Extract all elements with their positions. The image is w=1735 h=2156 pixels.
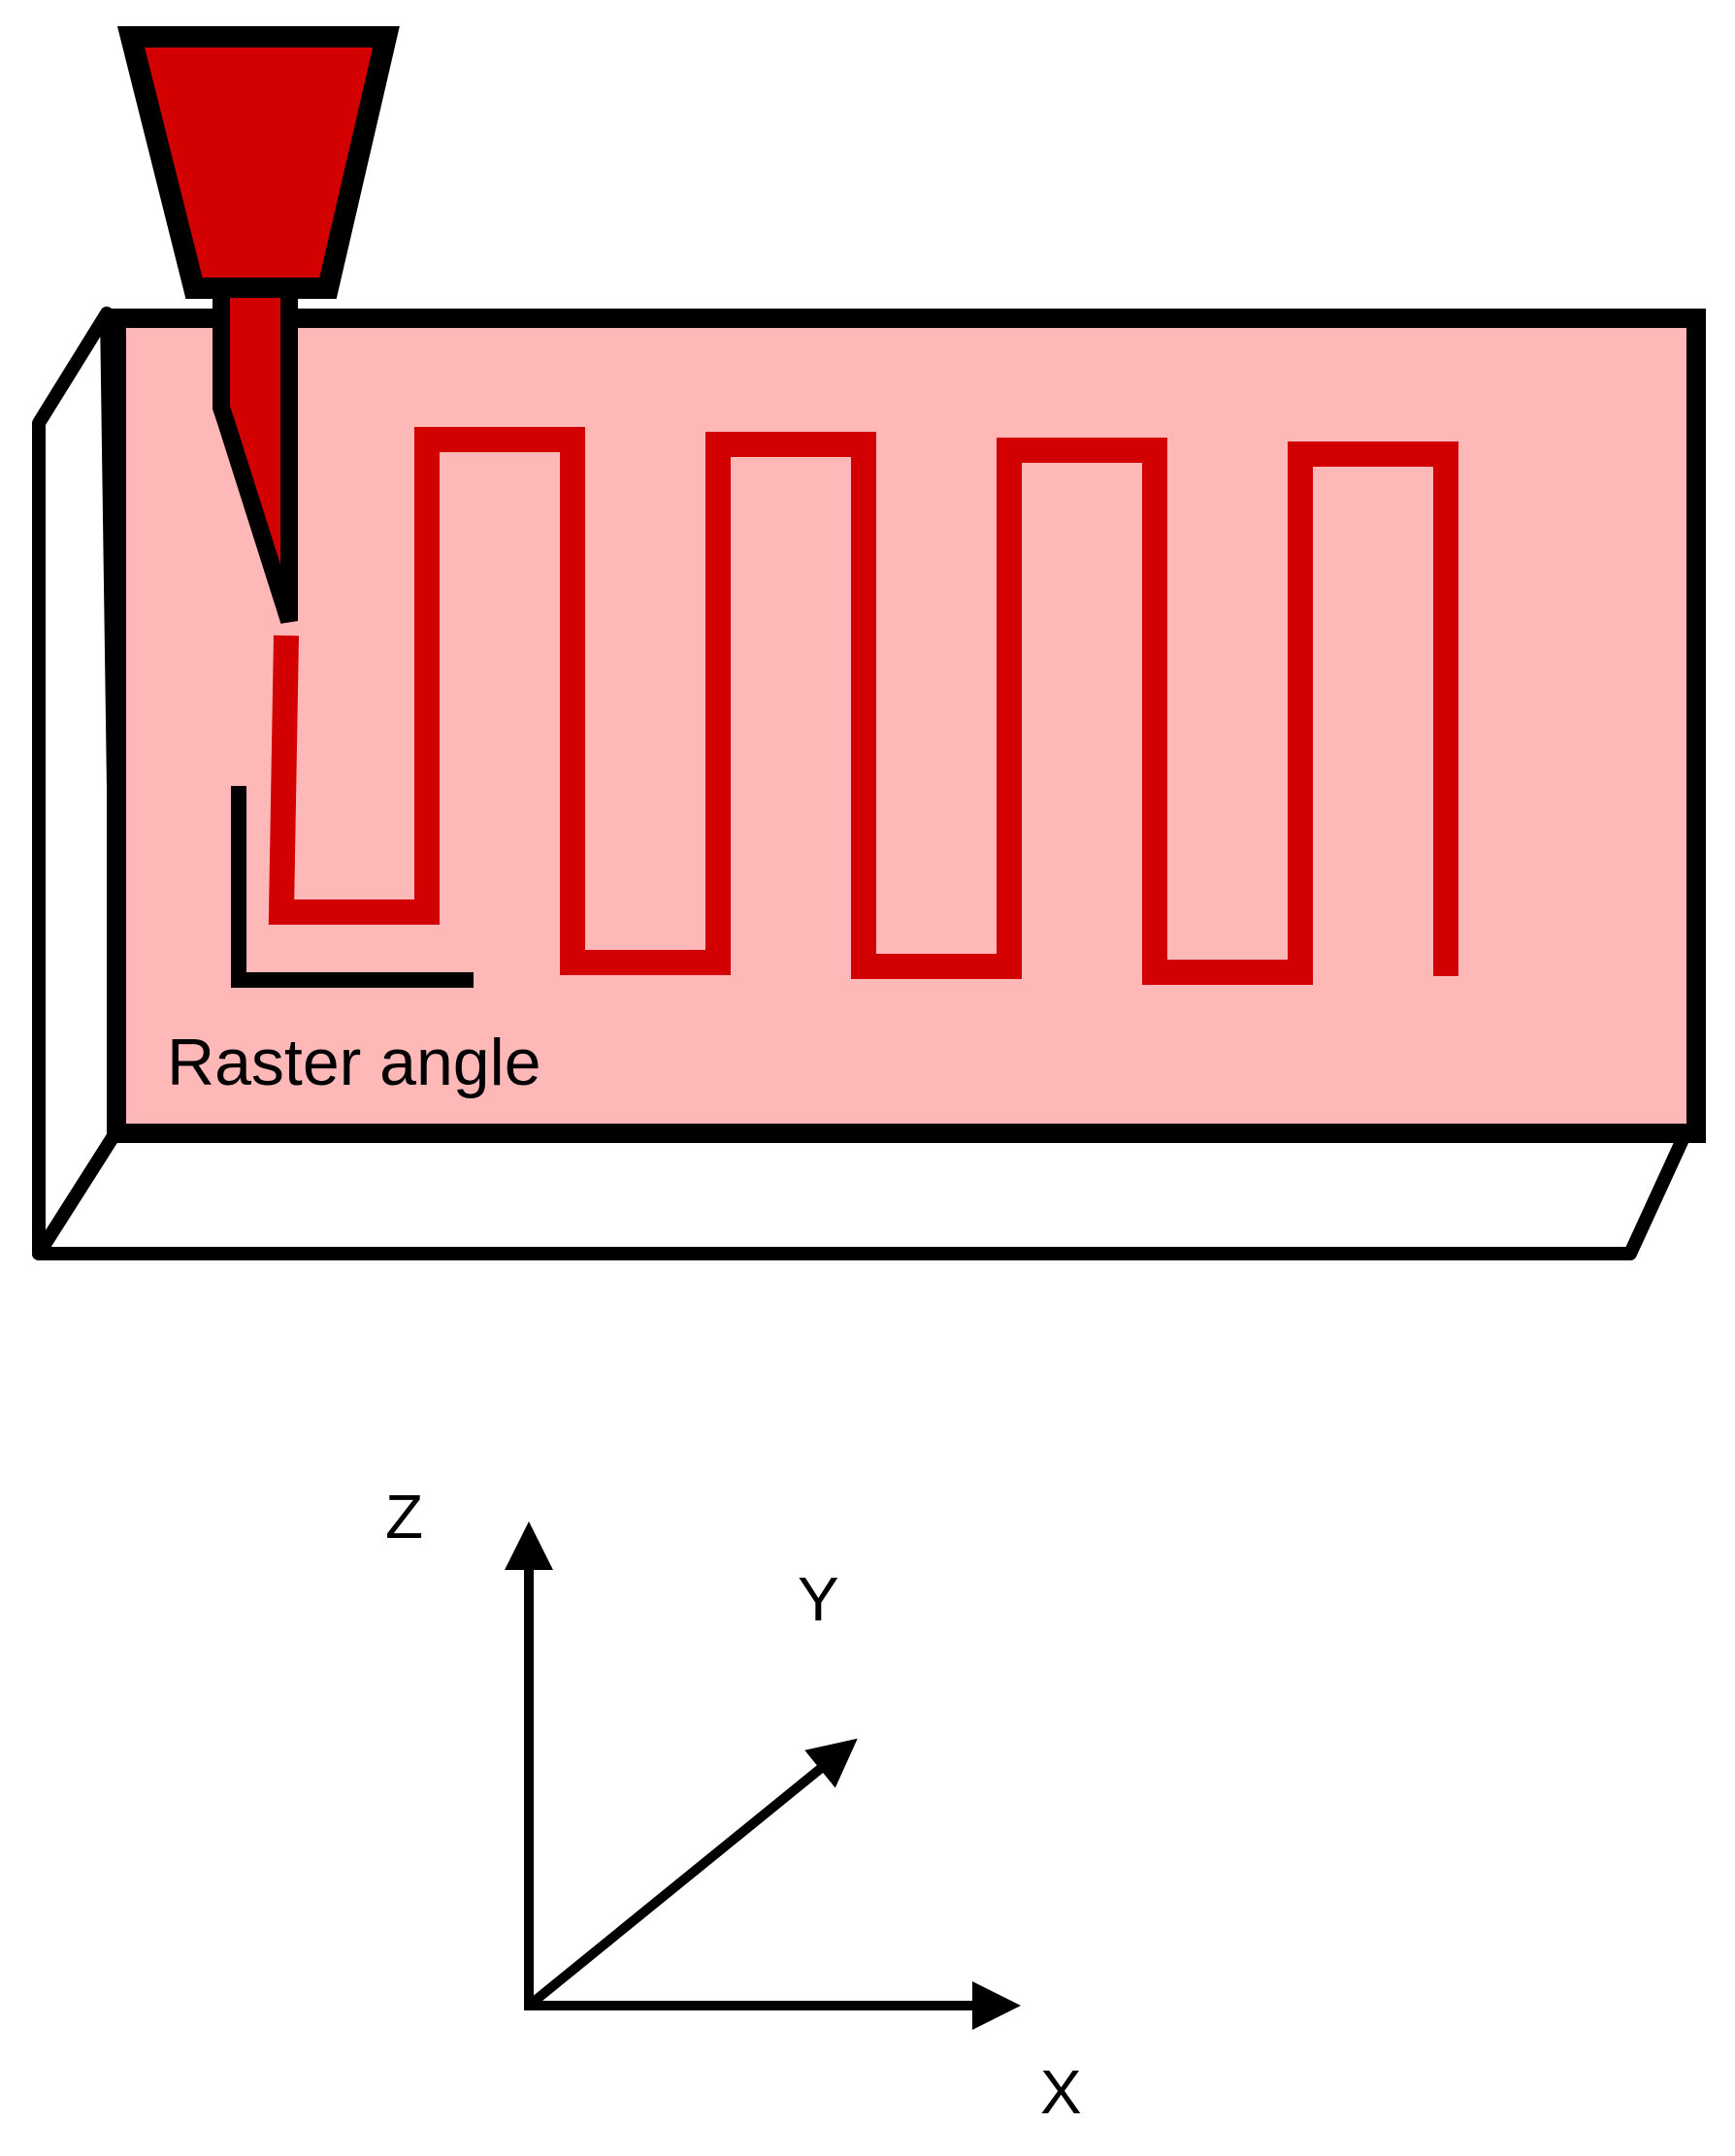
nozzle-body [116,26,400,299]
x-axis-label: X [1040,2057,1082,2127]
z-axis-label: Z [385,1482,423,1552]
nozzle-tip [213,280,298,624]
y-axis-arrow [525,1738,858,2009]
raster-path [268,427,1458,985]
y-axis-label: Y [798,1564,839,1634]
raster-angle-indicator [231,786,474,988]
extruder-nozzle-icon [116,26,400,624]
part-left-face [32,307,125,1260]
printed-part [32,307,1706,1260]
raster-angle-label: Raster angle [167,1026,541,1099]
part-bottom-face [32,1122,1691,1260]
part-front-face [107,309,1706,1143]
xyz-axes-icon: Z Y X [385,1482,1082,2127]
